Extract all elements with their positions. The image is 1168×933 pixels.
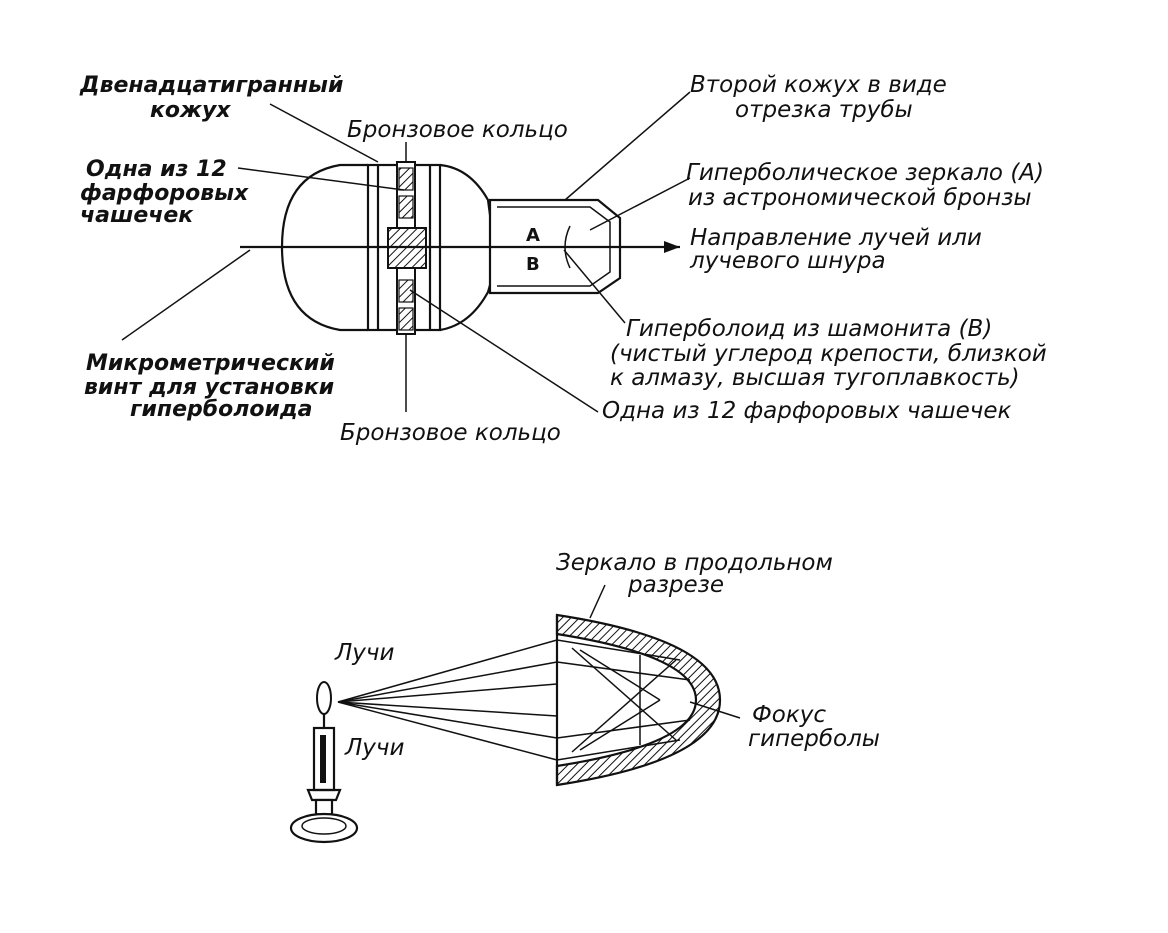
porcelain-cup xyxy=(398,279,414,303)
point-b-label: В xyxy=(526,254,540,275)
label-dodecagonal-casing: Двенадцатигранный кожух xyxy=(79,73,351,123)
label-bronze-ring-bottom: Бронзовое кольцо xyxy=(340,420,561,446)
neck-upper xyxy=(439,163,492,216)
label-second-casing: Второй кожух в виде отрезка трубы xyxy=(690,72,954,123)
apparatus-diagram: А В xyxy=(121,91,691,413)
label-bronze-ring-top: Бронзовое кольцо xyxy=(347,117,568,143)
label-mirror-section: Зеркало в продольном разрезе xyxy=(556,550,840,598)
second-casing xyxy=(488,198,622,295)
candle-flame xyxy=(316,681,332,715)
candle-holder-top xyxy=(306,788,342,802)
porcelain-cup xyxy=(398,195,414,219)
candle-shade xyxy=(320,735,326,783)
porcelain-cup xyxy=(398,167,414,191)
label-hyperbolic-mirror: Гиперболическое зеркало (А) из астрономи… xyxy=(686,160,1051,211)
point-a-label: А xyxy=(526,225,540,246)
mirror-diagram xyxy=(289,584,741,844)
label-porcelain-cup-left: Одна из 12 фарфоровых чашечек xyxy=(80,157,256,228)
porcelain-cup xyxy=(398,307,414,331)
neck-lower xyxy=(439,284,492,332)
label-porcelain-cup-right: Одна из 12 фарфоровых чашечек xyxy=(602,398,1012,424)
light-rays xyxy=(337,639,691,761)
label-ray-direction: Направление лучей или лучевого шнура xyxy=(689,225,989,274)
mirror-cross-section xyxy=(555,613,722,787)
label-hyperbola-focus: Фокус гиперболы xyxy=(748,702,880,752)
label-micrometric-screw: Микрометрический винт для установки гипе… xyxy=(84,351,342,422)
ray-arrow-icon xyxy=(664,241,680,253)
label-rays-bottom: Лучи xyxy=(344,735,404,761)
label-hyperboloid-shamonite: Гиперболоид из шамонита (В) (чистый угле… xyxy=(610,316,1054,391)
label-rays-top: Лучи xyxy=(334,640,394,666)
